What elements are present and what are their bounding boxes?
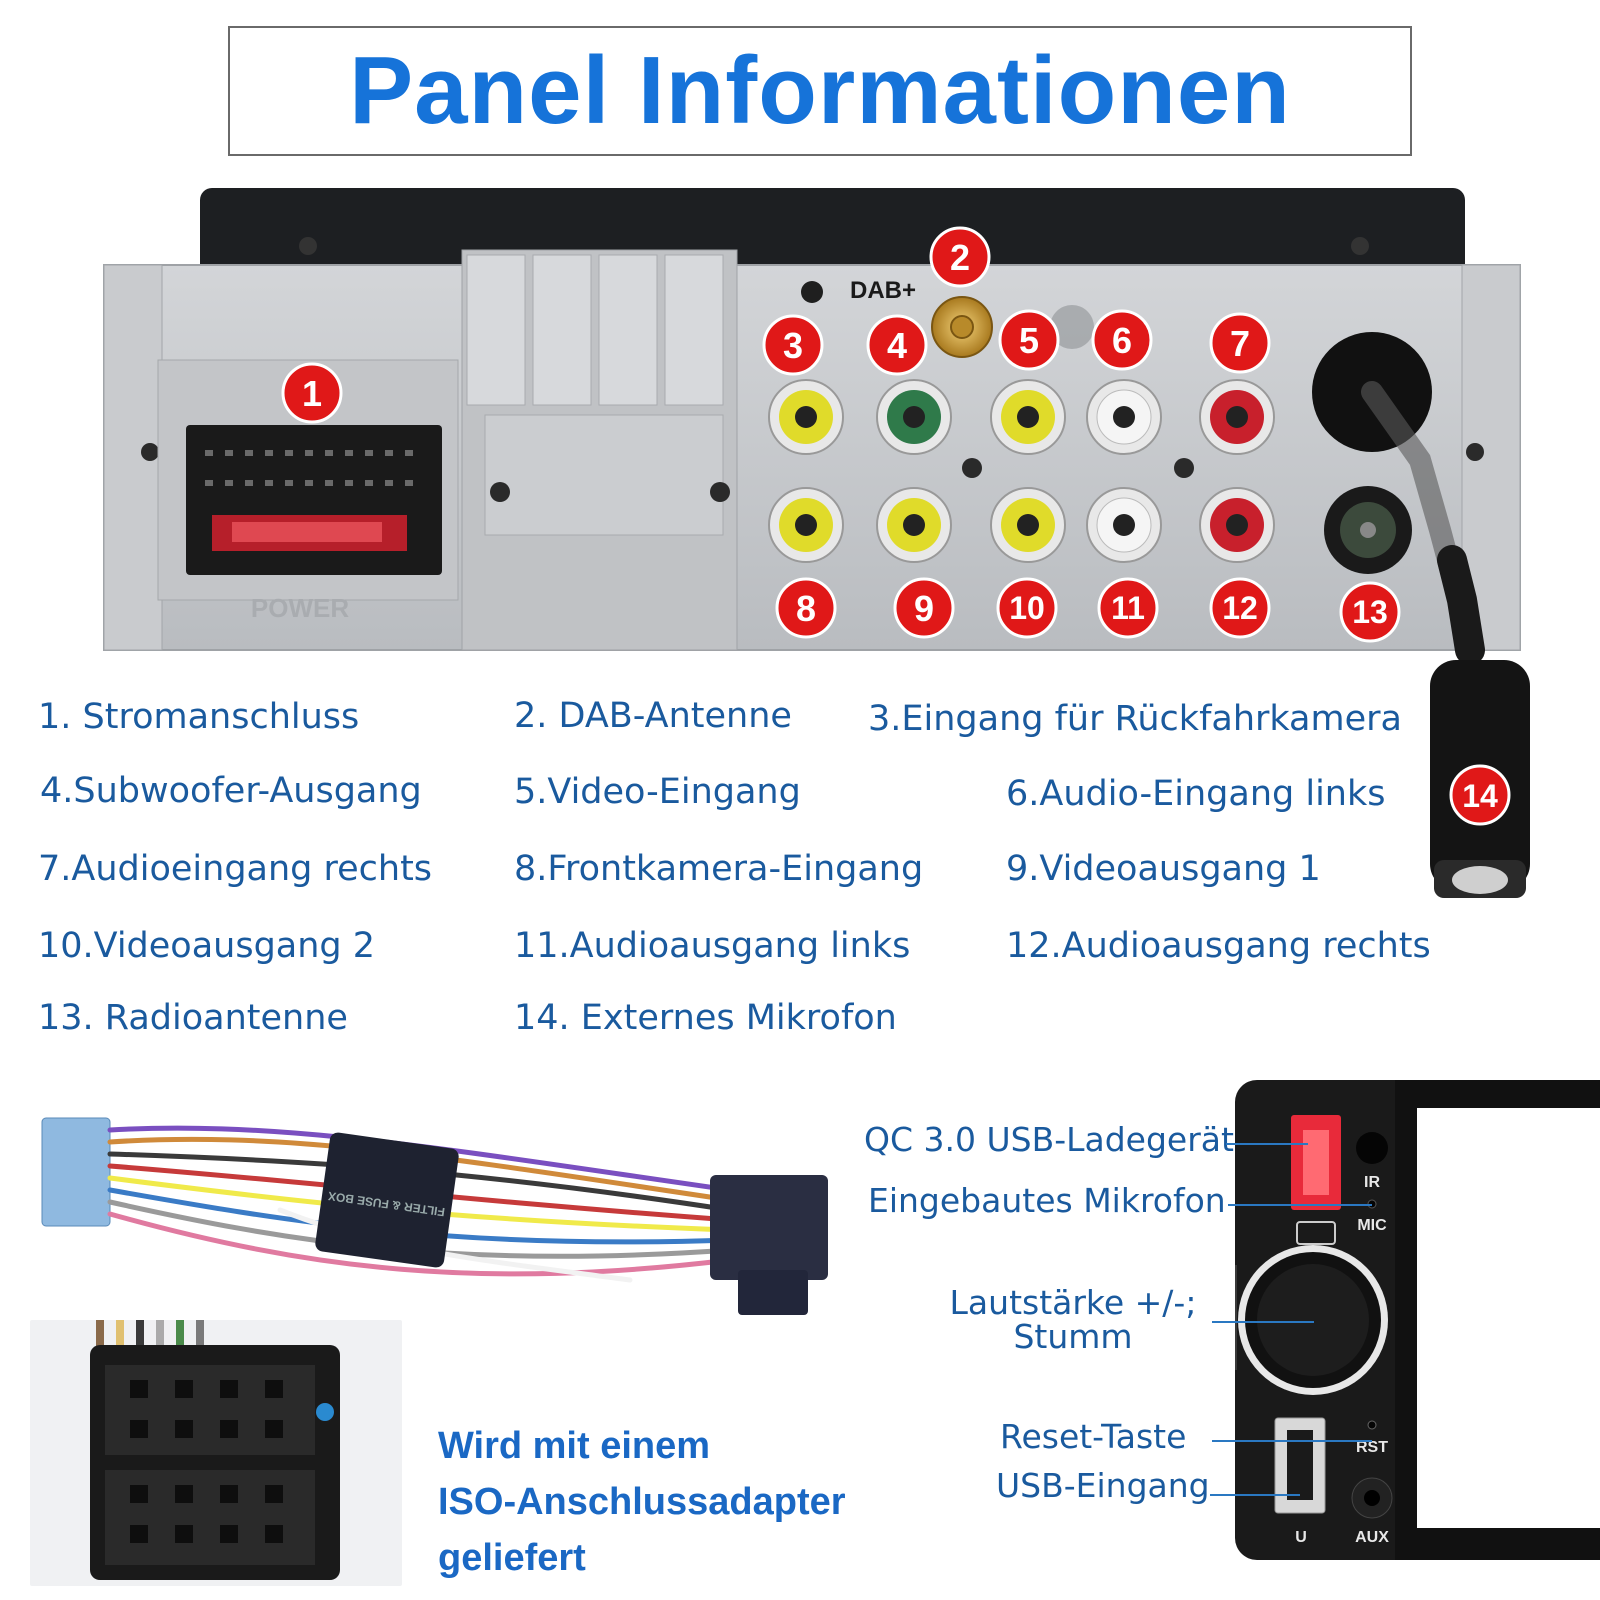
screw-icon: [141, 443, 159, 461]
legend-item: 9.Videoausgang 1: [1006, 849, 1321, 889]
power-label: POWER: [251, 593, 349, 623]
callout-6: 6: [1112, 320, 1132, 361]
harness-connector-dark: [710, 1175, 828, 1280]
title-box: Panel Informationen: [228, 26, 1412, 156]
rca-port-8: [768, 487, 844, 563]
legend-item: 7.Audioeingang rechts: [38, 849, 433, 889]
aux-mark: AUX: [1355, 1529, 1389, 1546]
iso-caption-line: Wird mit einem: [438, 1425, 711, 1467]
callout-12: 12: [1222, 590, 1258, 626]
rca-port-9: [876, 487, 952, 563]
rca-port-12: [1199, 487, 1275, 563]
legend-item: 2. DAB-Antenne: [514, 696, 792, 736]
filter-fuse-box: [315, 1132, 459, 1268]
legend-item: 3.Eingang für Rückfahrkamera: [868, 699, 1402, 739]
dab-label: DAB+: [850, 277, 916, 304]
callout-3: 3: [783, 325, 803, 366]
label-volume: Lautstärke +/-; Stumm: [948, 1286, 1198, 1354]
callout-13: 13: [1352, 594, 1388, 630]
front-panel-illustration: IR MIC U RST AUX: [1235, 1080, 1600, 1560]
label-volume-line: Stumm: [1013, 1317, 1133, 1356]
leader-line: [1228, 1204, 1372, 1206]
label-reset: Reset-Taste: [1000, 1417, 1187, 1456]
callout-5: 5: [1019, 320, 1039, 361]
screw-icon: [1174, 458, 1194, 478]
mic-mark: MIC: [1357, 1217, 1387, 1234]
external-mic-plug: 14: [1430, 660, 1530, 898]
callout-8: 8: [796, 588, 816, 629]
screw-icon: [490, 482, 510, 502]
label-usb-in: USB-Eingang: [996, 1466, 1210, 1505]
callout-1: 1: [302, 373, 322, 414]
iso-caption-line: ISO-Anschlussadapter: [438, 1481, 846, 1523]
power-connector: [186, 425, 442, 575]
legend-item: 12.Audioausgang rechts: [1006, 926, 1431, 966]
legend-item: 6.Audio-Eingang links: [1006, 774, 1386, 814]
rca-port-11: [1086, 487, 1162, 563]
screw-icon: [1466, 443, 1484, 461]
reset-button: [1367, 1420, 1377, 1430]
legend-item: 8.Frontkamera-Eingang: [514, 849, 924, 889]
legend-item: 5.Video-Eingang: [514, 772, 801, 812]
legend-item: 14. Externes Mikrofon: [514, 998, 897, 1038]
screw-icon: [962, 458, 982, 478]
label-volume-line: Lautstärke +/-;: [949, 1283, 1197, 1322]
u-mark: U: [1295, 1529, 1307, 1546]
charge-icon: [1296, 1221, 1336, 1245]
rca-port-10: [990, 487, 1066, 563]
legend-item: 4.Subwoofer-Ausgang: [40, 771, 422, 811]
rca-port-5: [990, 379, 1066, 455]
screw-icon: [299, 237, 317, 255]
legend-item: 10.Videoausgang 2: [38, 926, 376, 966]
callout-14: 14: [1462, 778, 1498, 814]
legend-item: 13. Radioantenne: [38, 998, 348, 1038]
mic-cable: [1437, 545, 1485, 665]
rear-panel-illustration: POWER DAB+: [103, 188, 1521, 665]
callout-11: 11: [1111, 590, 1145, 626]
ir-mark: IR: [1364, 1174, 1380, 1191]
harness-connector-blue: [41, 1117, 111, 1227]
label-mic: Eingebautes Mikrofon: [868, 1181, 1226, 1220]
screw-icon: [710, 482, 730, 502]
leader-line: [1210, 1494, 1300, 1496]
ir-sensor: [1356, 1132, 1388, 1164]
rca-port-6: [1086, 379, 1162, 455]
screw-icon: [801, 281, 823, 303]
page-title: Panel Informationen: [349, 37, 1291, 144]
callout-7: 7: [1230, 323, 1250, 364]
callout-9: 9: [914, 588, 934, 629]
label-usb-charger: QC 3.0 USB-Ladegerät: [864, 1120, 1234, 1159]
iso-caption: Wird mit einem ISO-Anschlussadapter geli…: [438, 1418, 846, 1586]
leader-line: [1212, 1321, 1314, 1323]
wiring-harness-illustration: FILTER & FUSE BOX: [41, 1117, 828, 1315]
screw-icon: [1351, 237, 1369, 255]
leader-line: [1212, 1440, 1372, 1442]
rca-port-7: [1199, 379, 1275, 455]
iso-caption-line: geliefert: [438, 1537, 586, 1579]
callout-10: 10: [1009, 590, 1045, 626]
callout-4: 4: [887, 325, 907, 366]
leader-line: [1226, 1143, 1308, 1145]
iso-adapter-photo: [30, 1320, 402, 1586]
legend-item: 11.Audioausgang links: [514, 926, 911, 966]
legend-item: 1. Stromanschluss: [38, 697, 360, 737]
rst-mark: RST: [1356, 1439, 1388, 1456]
rca-port-3: [768, 379, 844, 455]
rca-port-4: [876, 379, 952, 455]
callout-2: 2: [950, 237, 970, 278]
